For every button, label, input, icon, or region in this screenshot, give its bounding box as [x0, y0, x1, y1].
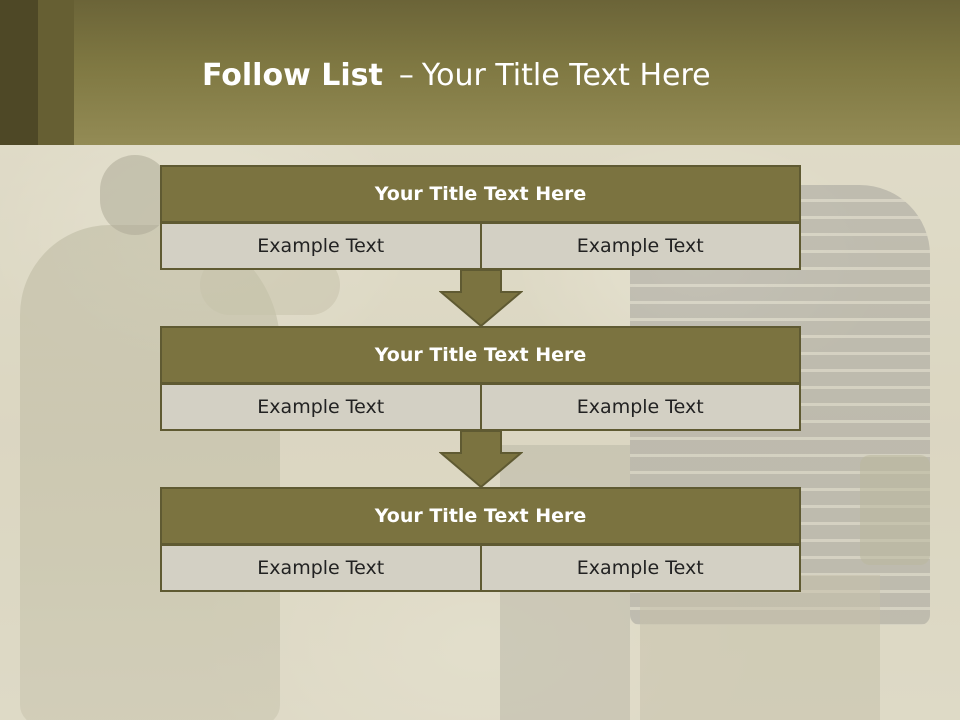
block-title[interactable]: Your Title Text Here [160, 165, 801, 223]
header-accent-strip [38, 0, 74, 145]
header-band: Follow List–Your Title Text Here [0, 0, 960, 145]
block-cell-right[interactable]: Example Text [479, 383, 801, 431]
down-arrow-icon [439, 270, 523, 328]
slide-title[interactable]: Follow List–Your Title Text Here [202, 54, 711, 98]
slide-title-rest: Your Title Text Here [421, 58, 711, 93]
block-title[interactable]: Your Title Text Here [160, 326, 801, 384]
block-cells-row: Example Text Example Text [160, 222, 801, 270]
flow-block-3[interactable]: Your Title Text Here Example Text Exampl… [160, 487, 801, 592]
block-cell-left[interactable]: Example Text [160, 222, 482, 270]
down-arrow-icon [439, 431, 523, 489]
block-cells-row: Example Text Example Text [160, 383, 801, 431]
block-cell-right[interactable]: Example Text [479, 544, 801, 592]
slide-title-separator: – [398, 58, 414, 93]
block-title[interactable]: Your Title Text Here [160, 487, 801, 545]
flow-block-2[interactable]: Your Title Text Here Example Text Exampl… [160, 326, 801, 431]
header-accent-strip [0, 0, 38, 145]
block-cell-left[interactable]: Example Text [160, 383, 482, 431]
block-cell-right[interactable]: Example Text [479, 222, 801, 270]
block-cells-row: Example Text Example Text [160, 544, 801, 592]
slide-title-bold: Follow List [202, 58, 383, 93]
flow-block-1[interactable]: Your Title Text Here Example Text Exampl… [160, 165, 801, 270]
block-cell-left[interactable]: Example Text [160, 544, 482, 592]
